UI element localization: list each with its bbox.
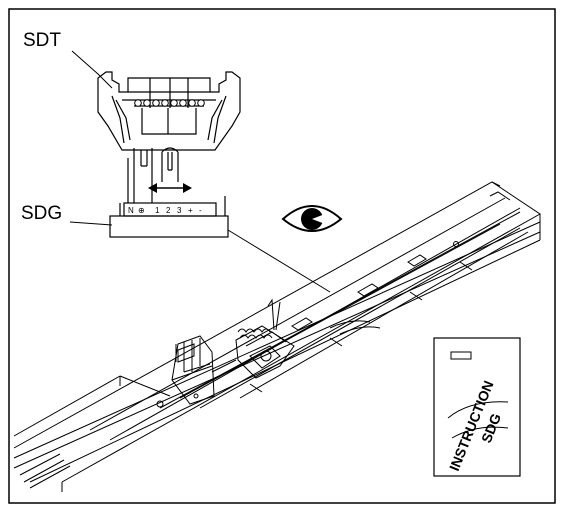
sdt-label: SDT [23, 30, 61, 51]
terminal-label: + [188, 206, 193, 215]
sdg-contact-prongs [127, 147, 179, 203]
feed-in-block [156, 335, 237, 408]
sdt-contact-dots [134, 99, 205, 107]
diagram-frame [8, 8, 556, 504]
terminal-labels: N ⊕ 1 2 3 + - [128, 206, 202, 215]
detail-leader-line [227, 229, 331, 293]
mounted-adapter [235, 298, 295, 379]
terminal-label: 1 [155, 206, 160, 215]
instruction-sheet: INSTRUCTION SDG [433, 337, 521, 477]
eye-icon [281, 205, 343, 232]
terminal-label: ⊕ [138, 206, 145, 215]
double-arrow-icon [148, 183, 192, 193]
terminal-label: 2 [166, 206, 171, 215]
sdg-leader-line [69, 221, 113, 226]
sdg-label: SDG [21, 203, 62, 224]
sdt-leader-line [71, 50, 113, 89]
track-rail [13, 181, 541, 492]
terminal-label: N [128, 206, 134, 215]
sdg-terminal-block [109, 196, 229, 238]
terminal-label: 3 [177, 206, 182, 215]
terminal-label: - [199, 206, 202, 215]
sdt-adapter [97, 71, 241, 151]
